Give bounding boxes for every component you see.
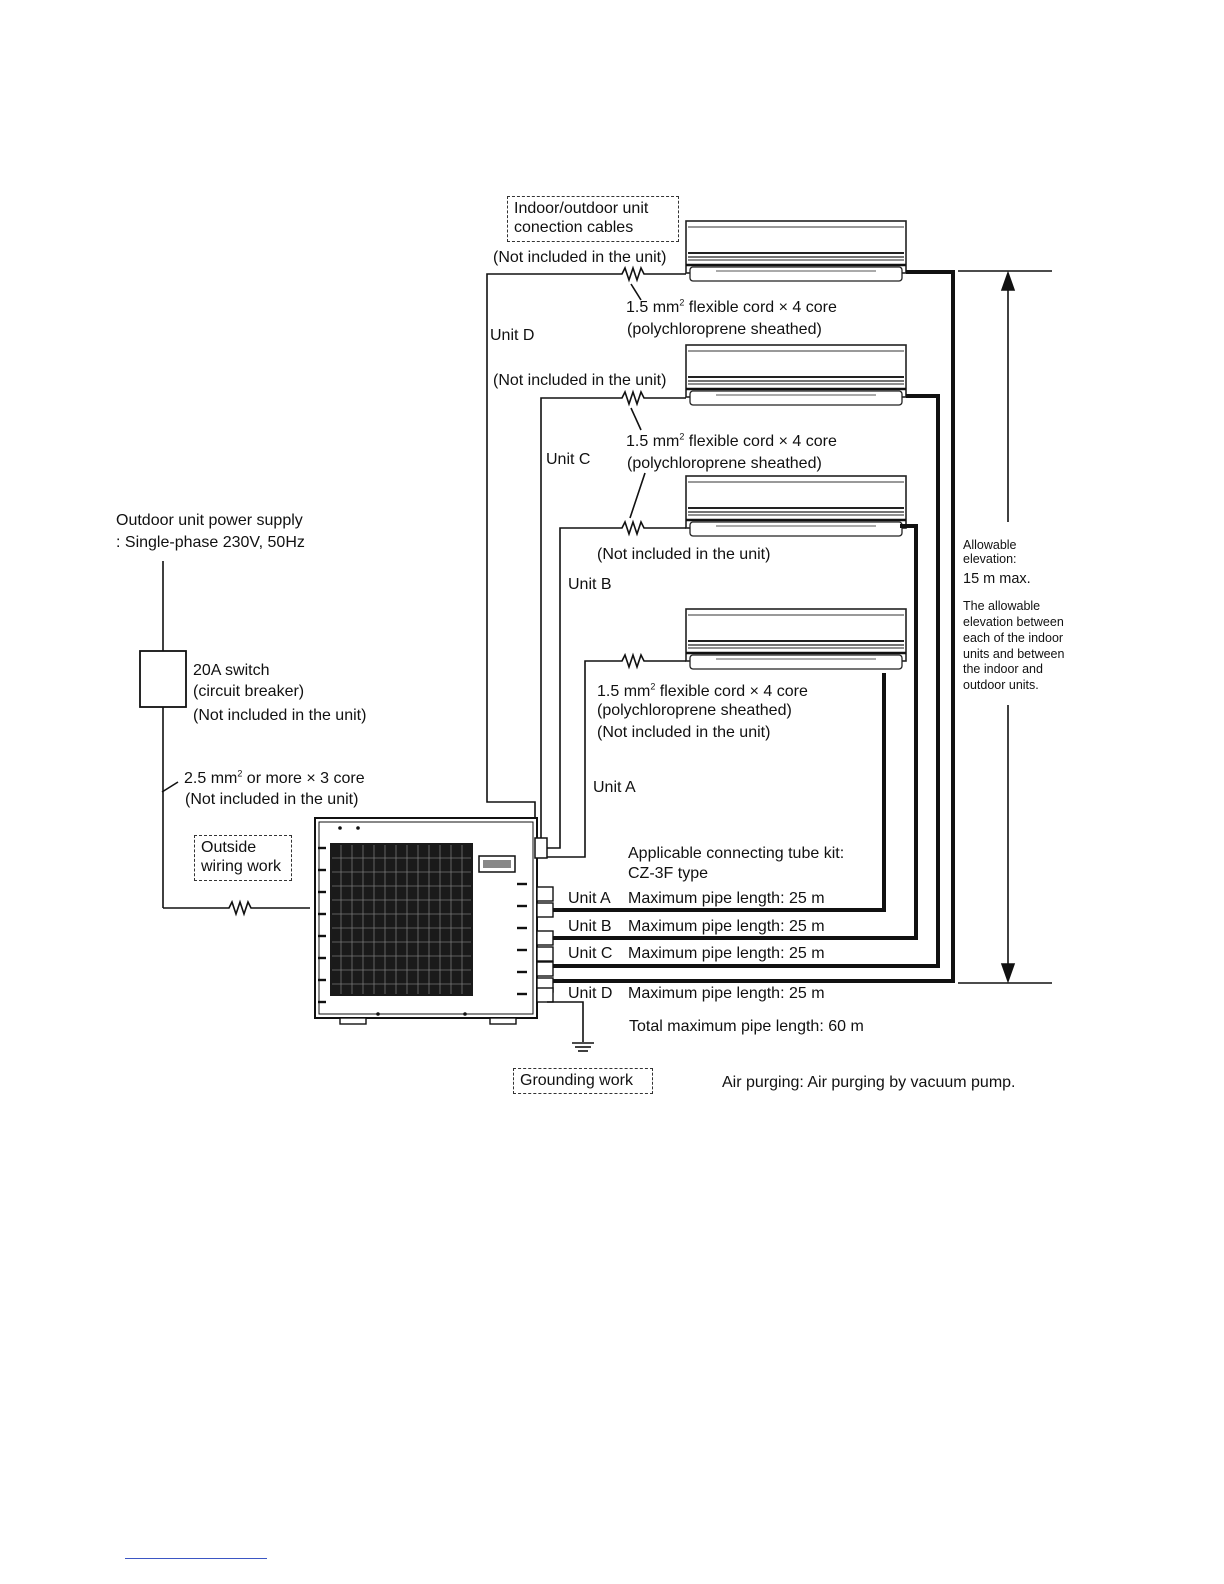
elevation-note-5: the indoor and bbox=[963, 662, 1043, 676]
cable-unit-c bbox=[540, 389, 686, 838]
elevation-note-6: outdoor units. bbox=[963, 678, 1039, 692]
elevation-value: 15 m max. bbox=[963, 571, 1031, 587]
pipe-unit-d bbox=[553, 270, 955, 983]
pipe-unit-a-length: Maximum pipe length: 25 m bbox=[628, 890, 825, 907]
pipe-unit-c bbox=[553, 394, 940, 968]
grounding-work-label: Grounding work bbox=[520, 1072, 633, 1089]
elevation-title-2: elevation: bbox=[963, 552, 1017, 566]
unit-a-cable-note: (Not included in the unit) bbox=[597, 724, 771, 741]
ground-symbol bbox=[547, 1001, 594, 1052]
pipe-unit-a bbox=[553, 673, 886, 912]
unit-c-cord-sheath: (polychloroprene sheathed) bbox=[627, 455, 822, 472]
cable-unit-a bbox=[542, 652, 686, 858]
power-cable-sup: 2 bbox=[237, 768, 243, 779]
pipe-unit-a-label: Unit A bbox=[568, 890, 611, 907]
connection-cables-line1: Indoor/outdoor unit bbox=[514, 200, 649, 217]
power-cable-note: (Not included in the unit) bbox=[185, 791, 359, 808]
cord-sup: 2 bbox=[650, 681, 656, 692]
grounding-work-box: Grounding work bbox=[513, 1068, 653, 1094]
unit-a-label: Unit A bbox=[593, 779, 636, 796]
outdoor-unit bbox=[314, 817, 554, 1025]
outside-wiring-line2: wiring work bbox=[201, 858, 282, 875]
indoor-unit-c bbox=[684, 343, 908, 407]
unit-c-cord-spec: 1.5 mm2 flexible cord × 4 core bbox=[626, 432, 837, 451]
outside-wiring-box: Outside wiring work bbox=[194, 835, 292, 881]
cord-rest: flexible cord × 4 core bbox=[655, 683, 808, 700]
power-cable-rest: or more × 3 core bbox=[242, 770, 365, 787]
cable-unit-d bbox=[486, 265, 686, 838]
switch-label: 20A switch bbox=[193, 662, 270, 679]
cord-rest: flexible cord × 4 core bbox=[684, 299, 837, 316]
elevation-note-4: units and between bbox=[963, 647, 1065, 661]
unit-c-cable-note: (Not included in the unit) bbox=[493, 372, 667, 389]
cord-size: 1.5 mm bbox=[626, 299, 680, 316]
connection-cables-line2: conection cables bbox=[514, 219, 634, 236]
cord-rest: flexible cord × 4 core bbox=[684, 433, 837, 450]
tube-kit-title: Applicable connecting tube kit: bbox=[628, 845, 845, 862]
elevation-note-2: elevation between bbox=[963, 615, 1064, 629]
tube-kit-type: CZ-3F type bbox=[628, 865, 709, 882]
air-purging-note: Air purging: Air purging by vacuum pump. bbox=[722, 1074, 1016, 1091]
pipe-unit-c-label: Unit C bbox=[568, 945, 613, 962]
power-cable-spec: 2.5 mm2 or more × 3 core bbox=[184, 769, 365, 788]
elevation-note-1: The allowable bbox=[963, 599, 1041, 613]
circuit-breaker-switch bbox=[139, 650, 187, 708]
cord-sup: 2 bbox=[679, 297, 685, 308]
power-supply-spec: : Single-phase 230V, 50Hz bbox=[116, 534, 305, 551]
total-pipe-length: Total maximum pipe length: 60 m bbox=[629, 1018, 864, 1035]
elevation-title-1: Allowable bbox=[963, 538, 1017, 552]
pipe-unit-b-length: Maximum pipe length: 25 m bbox=[628, 918, 825, 935]
switch-type: (circuit breaker) bbox=[193, 683, 305, 700]
unit-d-cord-sheath: (polychloroprene sheathed) bbox=[627, 321, 822, 338]
switch-note: (Not included in the unit) bbox=[193, 707, 367, 724]
pipe-unit-c-length: Maximum pipe length: 25 m bbox=[628, 945, 825, 962]
unit-d-cable-note: (Not included in the unit) bbox=[493, 249, 667, 266]
unit-a-cord-sheath: (polychloroprene sheathed) bbox=[597, 702, 792, 719]
unit-b-cable-note: (Not included in the unit) bbox=[597, 546, 771, 563]
power-supply-title: Outdoor unit power supply bbox=[116, 512, 303, 529]
power-cable-size: 2.5 mm bbox=[184, 770, 238, 787]
pipe-unit-d-length: Maximum pipe length: 25 m bbox=[628, 985, 825, 1002]
pipe-unit-b-label: Unit B bbox=[568, 918, 612, 935]
cord-sup: 2 bbox=[679, 431, 685, 442]
pipe-unit-b bbox=[553, 524, 918, 940]
indoor-unit-d bbox=[684, 219, 908, 283]
unit-b-label: Unit B bbox=[568, 576, 612, 593]
indoor-unit-b bbox=[684, 474, 908, 538]
unit-d-label: Unit D bbox=[490, 327, 535, 344]
unit-c-label: Unit C bbox=[546, 451, 591, 468]
cord-size: 1.5 mm bbox=[597, 683, 651, 700]
outside-wiring-line1: Outside bbox=[201, 839, 257, 856]
connection-cables-box: Indoor/outdoor unit conection cables bbox=[507, 196, 679, 242]
power-supply-wiring bbox=[161, 561, 310, 917]
unit-a-cord-spec: 1.5 mm2 flexible cord × 4 core bbox=[597, 682, 808, 701]
pipe-unit-d-label: Unit D bbox=[568, 985, 613, 1002]
elevation-dimension bbox=[958, 270, 1052, 984]
indoor-unit-a bbox=[684, 607, 908, 671]
unit-d-cord-spec: 1.5 mm2 flexible cord × 4 core bbox=[626, 298, 837, 317]
cable-unit-b bbox=[542, 472, 686, 849]
footer-rule bbox=[125, 1558, 267, 1559]
elevation-note-3: each of the indoor bbox=[963, 631, 1064, 645]
cord-size: 1.5 mm bbox=[626, 433, 680, 450]
